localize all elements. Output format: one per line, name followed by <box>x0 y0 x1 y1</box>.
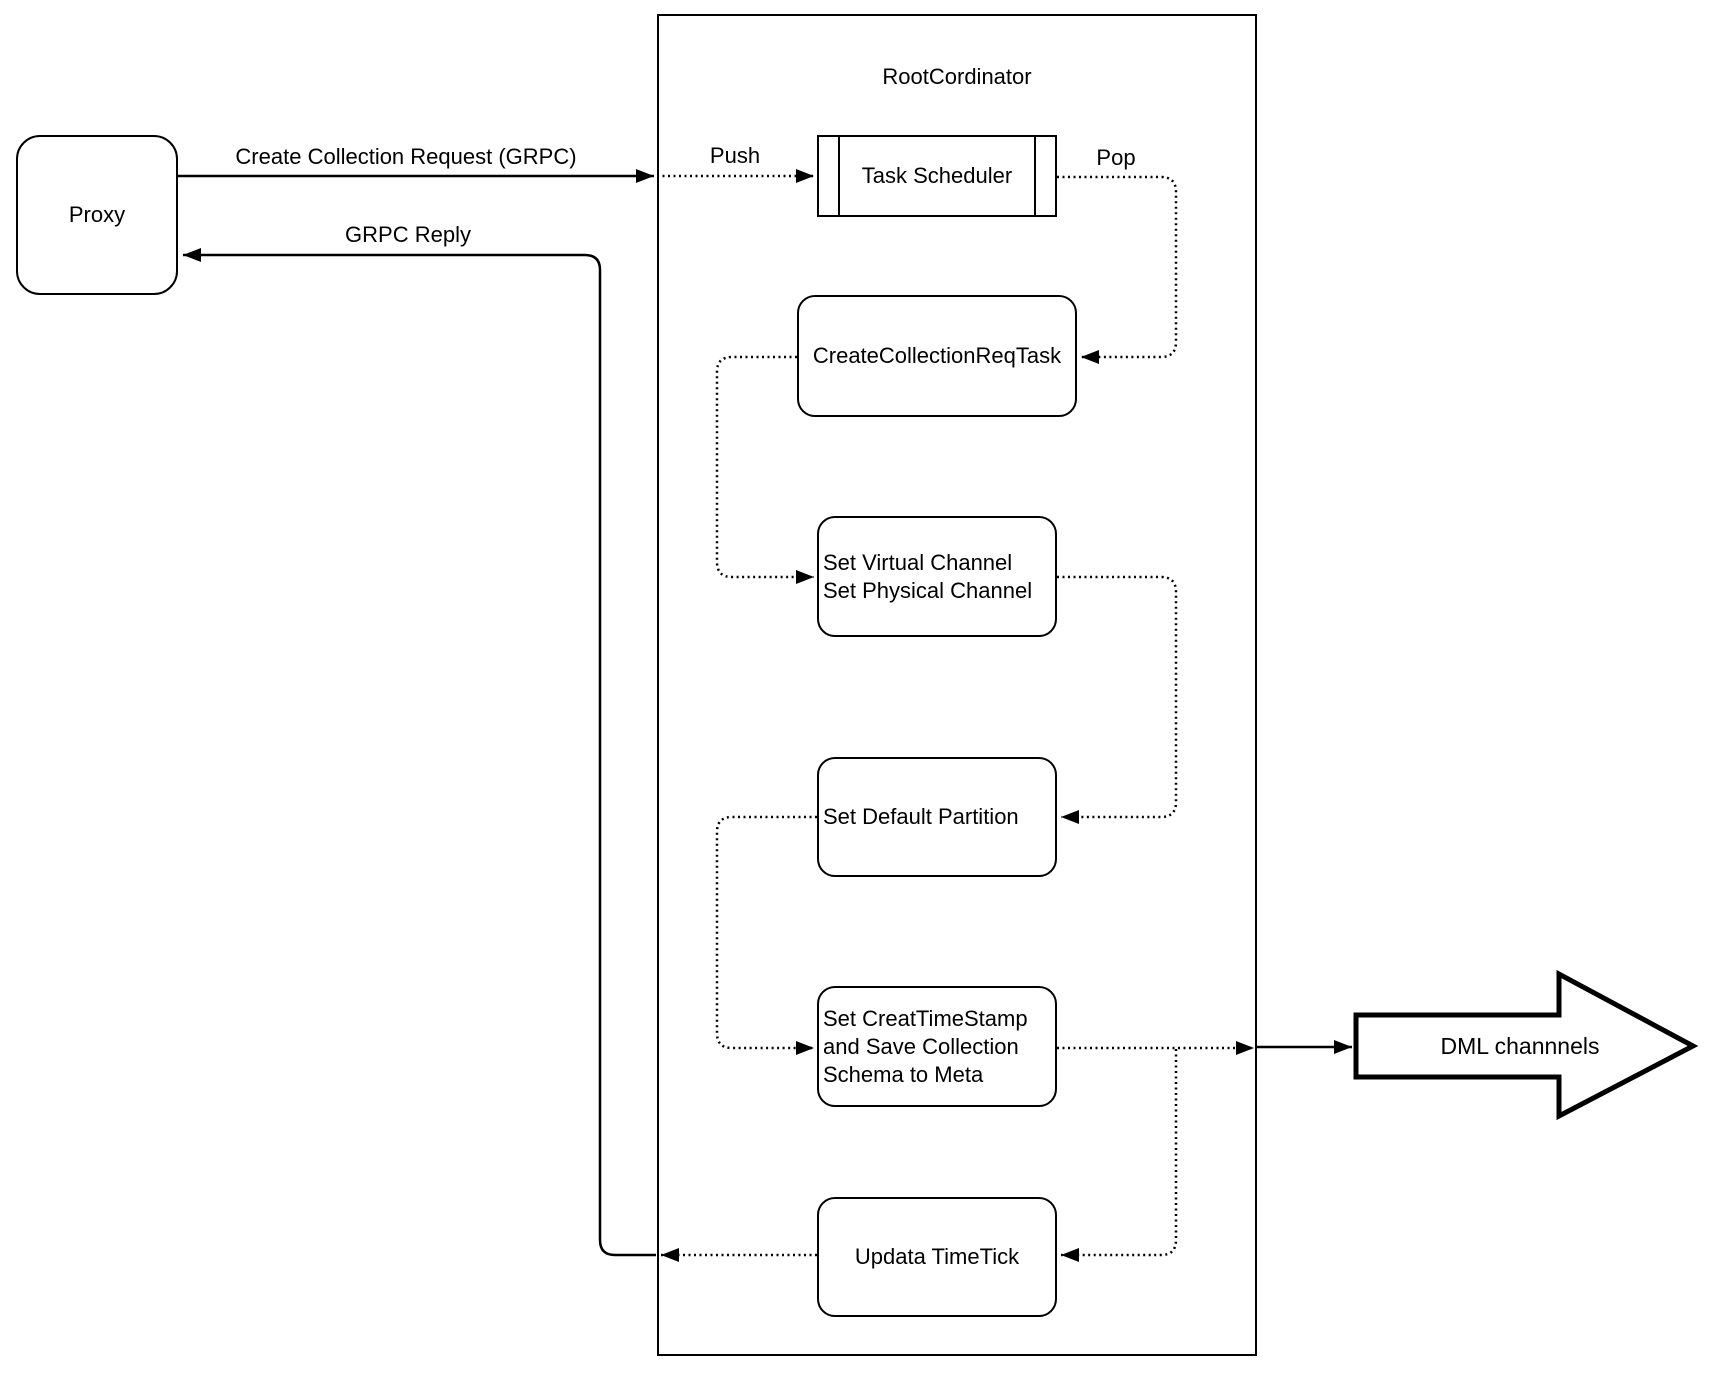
process-bar-left <box>838 137 840 215</box>
set-virtual-channel-line1: Set Virtual Channel <box>823 549 1013 575</box>
set-creattimestamp-line3: Schema to Meta <box>823 1061 984 1087</box>
rootcoordinator-container <box>657 14 1257 1356</box>
edge-setvirtual-to-setdefault <box>1057 575 1178 824</box>
edge-createtask-to-setvirtual <box>715 355 814 584</box>
set-virtual-channel-node: Set Virtual Channel Set Physical Channel <box>817 516 1057 637</box>
create-collection-req-task-label: CreateCollectionReqTask <box>812 343 1062 368</box>
edge-setdefault-to-setcreat <box>715 815 817 1055</box>
edge-label-pop: Pop <box>1096 145 1136 170</box>
edge-grpc-reply <box>183 248 656 1257</box>
create-collection-req-task-node: CreateCollectionReqTask <box>797 295 1077 417</box>
set-default-partition-label: Set Default Partition <box>823 804 1019 829</box>
edge-label-create-collection-request: Create Collection Request (GRPC) <box>235 144 577 169</box>
updata-timetick-node: Updata TimeTick <box>817 1197 1057 1317</box>
edge-setcreat-branch-to-updata <box>1061 1049 1178 1262</box>
set-creattimestamp-node: Set CreatTimeStamp and Save Collection S… <box>817 986 1057 1107</box>
edge-label-push: Push <box>709 143 761 168</box>
set-creattimestamp-line1: Set CreatTimeStamp <box>823 1005 1028 1031</box>
edge-label-grpc-reply: GRPC Reply <box>345 222 471 247</box>
dml-channels-label: DML channnels <box>1440 1033 1600 1059</box>
set-default-partition-node: Set Default Partition <box>817 757 1057 877</box>
set-creattimestamp-line2: and Save Collection <box>823 1033 1019 1059</box>
task-scheduler-label: Task Scheduler <box>861 163 1013 188</box>
rootcoordinator-title: RootCordinator <box>882 64 1032 89</box>
process-bar-right <box>1034 137 1036 215</box>
task-scheduler-node: Task Scheduler <box>817 135 1057 217</box>
set-virtual-channel-line2: Set Physical Channel <box>823 577 1033 603</box>
proxy-node: Proxy <box>16 135 178 295</box>
dml-channels-arrow-shape <box>1353 969 1699 1121</box>
proxy-label: Proxy <box>68 202 126 227</box>
edge-pop <box>1057 175 1178 364</box>
updata-timetick-label: Updata TimeTick <box>854 1244 1020 1269</box>
